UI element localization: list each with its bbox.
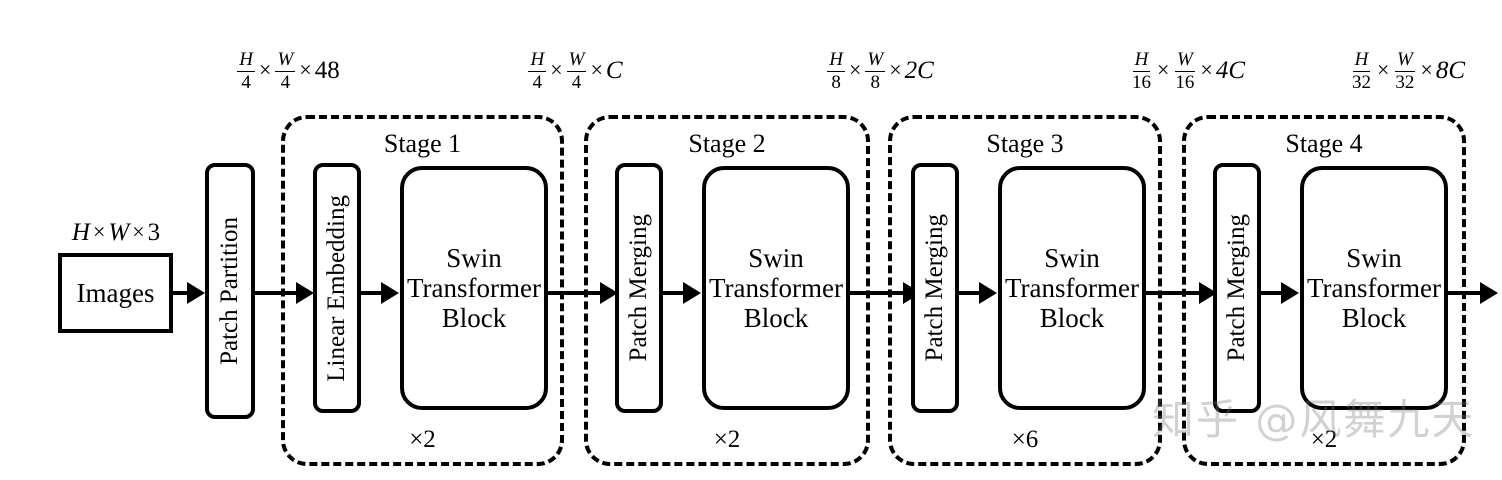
- arrowhead-icon: [1281, 282, 1299, 304]
- fraction-h-over-32: H 32: [1351, 48, 1371, 93]
- arrow-patch-merging-to-swin-2: [663, 291, 689, 295]
- dim-label-stage-2-output: H 8 × W 8 × 2C: [790, 48, 970, 92]
- swin-line-1: Swin: [1346, 242, 1402, 273]
- times-symbol: ×: [1156, 57, 1170, 82]
- times-symbol: ×: [1376, 57, 1390, 82]
- fraction-h-over-4: H 4: [528, 48, 547, 93]
- swin-line-2: Transformer: [709, 272, 843, 303]
- times-symbol: ×: [299, 57, 312, 82]
- stage-3-multiplier: ×6: [1011, 426, 1039, 453]
- arrow-images-to-patch-partition: [173, 291, 193, 295]
- channel-count: 2C: [904, 56, 934, 84]
- times-symbol: ×: [92, 219, 106, 244]
- times-symbol: ×: [848, 57, 862, 82]
- fraction-h-over-8: H 8: [827, 48, 845, 93]
- swin-line-1: Swin: [748, 242, 804, 273]
- linear-embedding-box: Linear Embedding: [313, 163, 361, 413]
- stage-1-title: Stage 1: [383, 129, 462, 158]
- swin-transformer-block-4-label: Swin Transformer Block: [1307, 243, 1441, 334]
- stage-4-title: Stage 4: [1285, 129, 1363, 158]
- times-symbol: ×: [590, 57, 603, 82]
- fraction-h-over-4: H 4: [237, 48, 256, 93]
- swin-line-3: Block: [1039, 303, 1105, 334]
- swin-transformer-block-3: Swin Transformer Block: [998, 166, 1146, 410]
- swin-line-3: Block: [743, 303, 809, 334]
- patch-partition-box: Patch Partition: [205, 163, 255, 419]
- stage-3-title: Stage 3: [986, 129, 1064, 158]
- patch-merging-label-3: Patch Merging: [921, 214, 948, 362]
- fraction-w-over-8: W 8: [865, 48, 886, 93]
- fraction-w-over-4: W 4: [566, 48, 587, 93]
- arrowhead-icon: [600, 282, 618, 304]
- input-width-symbol: W: [108, 218, 130, 246]
- stage-2-title: Stage 2: [688, 129, 766, 158]
- swin-line-3: Block: [1341, 303, 1407, 334]
- arrow-stage-4-output: [1448, 291, 1484, 295]
- swin-transformer-block-1-label: Swin Transformer Block: [407, 243, 541, 334]
- input-height-symbol: H: [71, 218, 90, 246]
- times-symbol: ×: [132, 219, 145, 244]
- swin-transformer-block-2: Swin Transformer Block: [702, 166, 850, 410]
- stage-2-multiplier: ×2: [713, 426, 741, 453]
- swin-transformer-block-2-label: Swin Transformer Block: [709, 243, 843, 334]
- linear-embedding-label: Linear Embedding: [323, 194, 350, 382]
- patch-merging-box-2: Patch Merging: [615, 163, 663, 413]
- times-symbol: ×: [889, 57, 902, 82]
- images-box: Images: [58, 253, 173, 333]
- fraction-w-over-16: W 16: [1174, 48, 1195, 93]
- patch-merging-box-3: Patch Merging: [911, 163, 959, 413]
- dim-label-input: H × W × 3: [46, 214, 186, 250]
- stage-3-container: Stage 3 ×6: [888, 115, 1162, 466]
- arrow-stage-3-to-stage-4: [1146, 291, 1208, 295]
- times-symbol: ×: [1420, 57, 1433, 82]
- arrowhead-icon: [979, 282, 997, 304]
- arrowhead-icon: [683, 282, 701, 304]
- dim-label-stage-3-output: H 16 × W 16 × 4C: [1092, 48, 1282, 92]
- swin-transformer-block-4: Swin Transformer Block: [1300, 166, 1448, 410]
- arrow-patch-partition-to-stage-1: [255, 291, 303, 295]
- swin-line-2: Transformer: [1307, 272, 1441, 303]
- arrowhead-icon: [187, 282, 205, 304]
- dim-label-stage-4-output: H 32 × W 32 × 8C: [1312, 48, 1502, 92]
- arrowhead-icon: [381, 282, 399, 304]
- fraction-w-over-32: W 32: [1394, 48, 1415, 93]
- stage-1-container: Stage 1 ×2: [281, 115, 564, 466]
- arrow-stage-2-to-stage-3: [850, 291, 912, 295]
- swin-line-2: Transformer: [407, 272, 541, 303]
- patch-merging-label-2: Patch Merging: [625, 214, 652, 362]
- channel-count: C: [605, 56, 623, 84]
- arrowhead-icon: [1480, 282, 1498, 304]
- fraction-h-over-16: H 16: [1131, 48, 1151, 93]
- channel-count: 4C: [1215, 56, 1246, 84]
- times-symbol: ×: [1200, 57, 1213, 82]
- channel-count: 8C: [1435, 56, 1466, 84]
- patch-partition-label: Patch Partition: [216, 217, 243, 365]
- patch-merging-label-4: Patch Merging: [1223, 214, 1250, 362]
- stage-2-container: Stage 2 ×2: [584, 115, 870, 466]
- swin-transformer-block-1: Swin Transformer Block: [400, 166, 548, 410]
- channel-count: 48: [314, 56, 340, 84]
- arrowhead-icon: [1199, 282, 1217, 304]
- input-channel-count: 3: [147, 218, 161, 246]
- stage-4-container: Stage 4 ×2: [1182, 115, 1466, 466]
- arrow-patch-merging-to-swin-4: [1261, 291, 1287, 295]
- dim-label-stage-1-output: H 4 × W 4 × C: [490, 48, 660, 92]
- arrow-linear-embedding-to-swin-1: [361, 291, 387, 295]
- fraction-w-over-4: W 4: [275, 48, 296, 93]
- swin-transformer-block-3-label: Swin Transformer Block: [1005, 243, 1139, 334]
- swin-line-1: Swin: [446, 242, 502, 273]
- swin-line-1: Swin: [1044, 242, 1100, 273]
- images-box-label: Images: [76, 277, 155, 308]
- arrowhead-icon: [296, 282, 314, 304]
- dim-label-patch-partition-output: H 4 × W 4 × 48: [198, 48, 378, 92]
- arrow-patch-merging-to-swin-3: [959, 291, 985, 295]
- stage-1-multiplier: ×2: [409, 426, 436, 453]
- swin-line-3: Block: [441, 303, 507, 334]
- times-symbol: ×: [550, 57, 563, 82]
- stage-4-multiplier: ×2: [1310, 426, 1338, 453]
- swin-line-2: Transformer: [1005, 272, 1139, 303]
- patch-merging-box-4: Patch Merging: [1213, 163, 1261, 413]
- arrow-stage-1-to-stage-2: [548, 291, 610, 295]
- times-symbol: ×: [259, 57, 272, 82]
